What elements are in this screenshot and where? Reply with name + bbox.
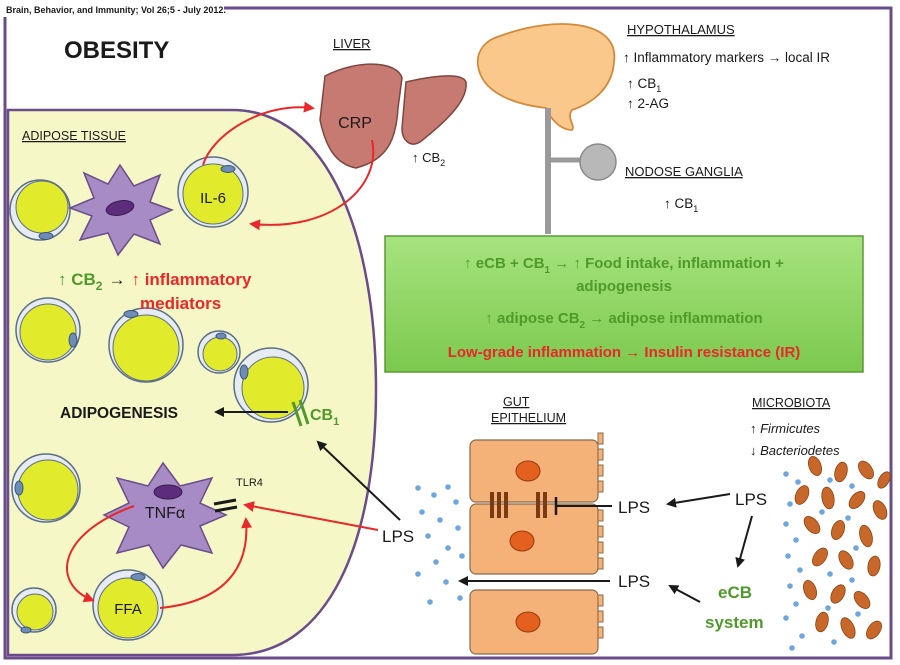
adipocyte <box>15 297 81 363</box>
liver-to-il6-arrow <box>249 139 375 231</box>
ecb-system-1: eCB <box>718 583 752 602</box>
ecb-system-2: system <box>705 613 764 632</box>
adipocyte <box>233 347 309 423</box>
nodose-cb1-text: ↑ CB <box>664 196 693 211</box>
adipose-cb1-label: CB1 <box>310 407 339 428</box>
microbiota-lps: LPS <box>735 490 767 509</box>
adipose-cb2-sub: 2 <box>96 279 103 293</box>
adipocyte <box>9 179 71 241</box>
citation-bg <box>2 2 224 17</box>
hypothalamus-cb1-text: ↑ CB <box>627 76 656 91</box>
adipocyte <box>92 569 164 641</box>
gut-cell-bottom <box>469 589 604 655</box>
cb1-receptor <box>291 399 310 427</box>
bacteria-cluster <box>794 455 891 640</box>
liver-heading: LIVER <box>333 36 371 51</box>
adipogenesis-label: ADIPOGENESIS <box>60 405 178 422</box>
summary-line2: adipogenesis <box>576 278 672 295</box>
tnf-label: TNFα <box>145 505 185 522</box>
adipose-heading: ADIPOSE TISSUE <box>22 129 126 143</box>
summary-line3a: ↑ adipose CB <box>485 310 579 327</box>
tnf-macrophage-cell <box>102 461 228 570</box>
gut-heading-2: EPITHELIUM <box>491 411 566 425</box>
summary-box <box>384 235 864 373</box>
nodose-ganglion-shape <box>579 143 617 181</box>
ffa-label: FFA <box>114 601 142 618</box>
nodose-heading: NODOSE GANGLIA <box>625 164 743 179</box>
adipose-cb2-text: ↑ CB <box>58 270 96 289</box>
gut-lps-1: LPS <box>618 498 650 517</box>
adipocyte <box>197 330 241 374</box>
microbiota-bacteriodetes: ↓ Bacteriodetes <box>750 443 840 458</box>
liver-cb2-sub: 2 <box>440 158 445 168</box>
adipose-cb2-line: ↑ CB2 → ↑ inflammatory <box>58 270 252 293</box>
adipose-cb1-sub: 1 <box>333 416 339 428</box>
adipose-cb2-arrow: → <box>108 270 125 289</box>
tlr4-label: TLR4 <box>236 477 263 489</box>
hypothalamus-line2: ↑ CB1 <box>627 76 661 94</box>
tlr4-receptor <box>213 498 238 513</box>
black-arrows <box>316 440 753 603</box>
lps-to-cb1-arrow <box>316 440 401 521</box>
liver-cb2: ↑ CB2 <box>412 150 445 168</box>
adipose-cb1-text: CB <box>310 407 333 424</box>
summary-line1a: ↑ eCB + CB <box>464 255 545 272</box>
summary-line1-sub: 1 <box>545 265 551 276</box>
adipocyte <box>11 587 57 634</box>
microbiota-lps-to-gut-arrow <box>666 493 731 508</box>
adipose-tissue-region <box>6 108 378 657</box>
hypothalamus-heading: HYPOTHALAMUS <box>627 22 735 37</box>
page-title: OBESITY <box>64 37 169 64</box>
liver-right-lobe <box>319 63 403 169</box>
lps-to-tlr4-arrow <box>243 501 379 531</box>
microbiota-heading: MICROBIOTA <box>752 396 831 410</box>
gut-cell-middle <box>469 503 604 575</box>
tight-junctions <box>490 492 547 518</box>
ecb-to-gut-lps-arrow <box>668 585 701 603</box>
summary-line3b: → adipose inflammation <box>585 310 763 327</box>
il6-to-liver-arrow <box>202 101 315 166</box>
gut-cell-top <box>469 432 604 503</box>
tnf-to-ffa-arrow <box>66 505 135 603</box>
adipose-mediators-text: mediators <box>140 294 221 313</box>
citation-text: Brain, Behavior, and Immunity; Vol 26;5 … <box>6 5 226 15</box>
adipocyte-cells <box>9 156 309 641</box>
summary-line4: Low-grade inflammation → Insulin resista… <box>448 344 801 361</box>
gut-epithelial-cells <box>469 432 604 655</box>
adipocyte <box>108 307 184 383</box>
nodose-cb1-sub: 1 <box>693 204 698 214</box>
il6-label: IL-6 <box>200 190 226 207</box>
hypothalamus-line1: ↑ Inflammatory markers → local IR <box>623 50 830 65</box>
outer-frame <box>3 6 893 660</box>
macrophage-cell <box>67 163 174 257</box>
microbiota-firmicutes: ↑ Firmicutes <box>750 421 821 436</box>
hypothalamus-shape <box>476 23 616 131</box>
lps-dots <box>415 471 861 651</box>
crp-label: CRP <box>338 115 372 132</box>
gut-lps-2: LPS <box>618 572 650 591</box>
summary-line1b: → ↑ Food intake, inflammation + <box>550 255 784 272</box>
red-arrows <box>66 101 379 609</box>
nodose-cb1: ↑ CB1 <box>664 196 698 214</box>
summary-line3-sub: 2 <box>580 320 586 331</box>
lps-to-ecb-arrow <box>735 515 753 568</box>
summary-line3: ↑ adipose CB2 → adipose inflammation <box>485 310 762 331</box>
adipose-inflammatory-text: ↑ inflammatory <box>131 270 252 289</box>
liver-left-lobe <box>401 75 467 145</box>
gut-heading-1: GUT <box>503 395 530 409</box>
hypothalamus-cb1-sub: 1 <box>656 84 661 94</box>
adipose-lps-label: LPS <box>382 527 414 546</box>
hypothalamus-line3: ↑ 2-AG <box>627 96 669 111</box>
liver-cb2-text: ↑ CB <box>412 150 440 165</box>
adipocyte <box>11 453 81 523</box>
ffa-to-tlr4-arrow <box>159 517 253 609</box>
summary-line1: ↑ eCB + CB1 → ↑ Food intake, inflammatio… <box>464 255 784 276</box>
adipocyte <box>177 156 249 228</box>
